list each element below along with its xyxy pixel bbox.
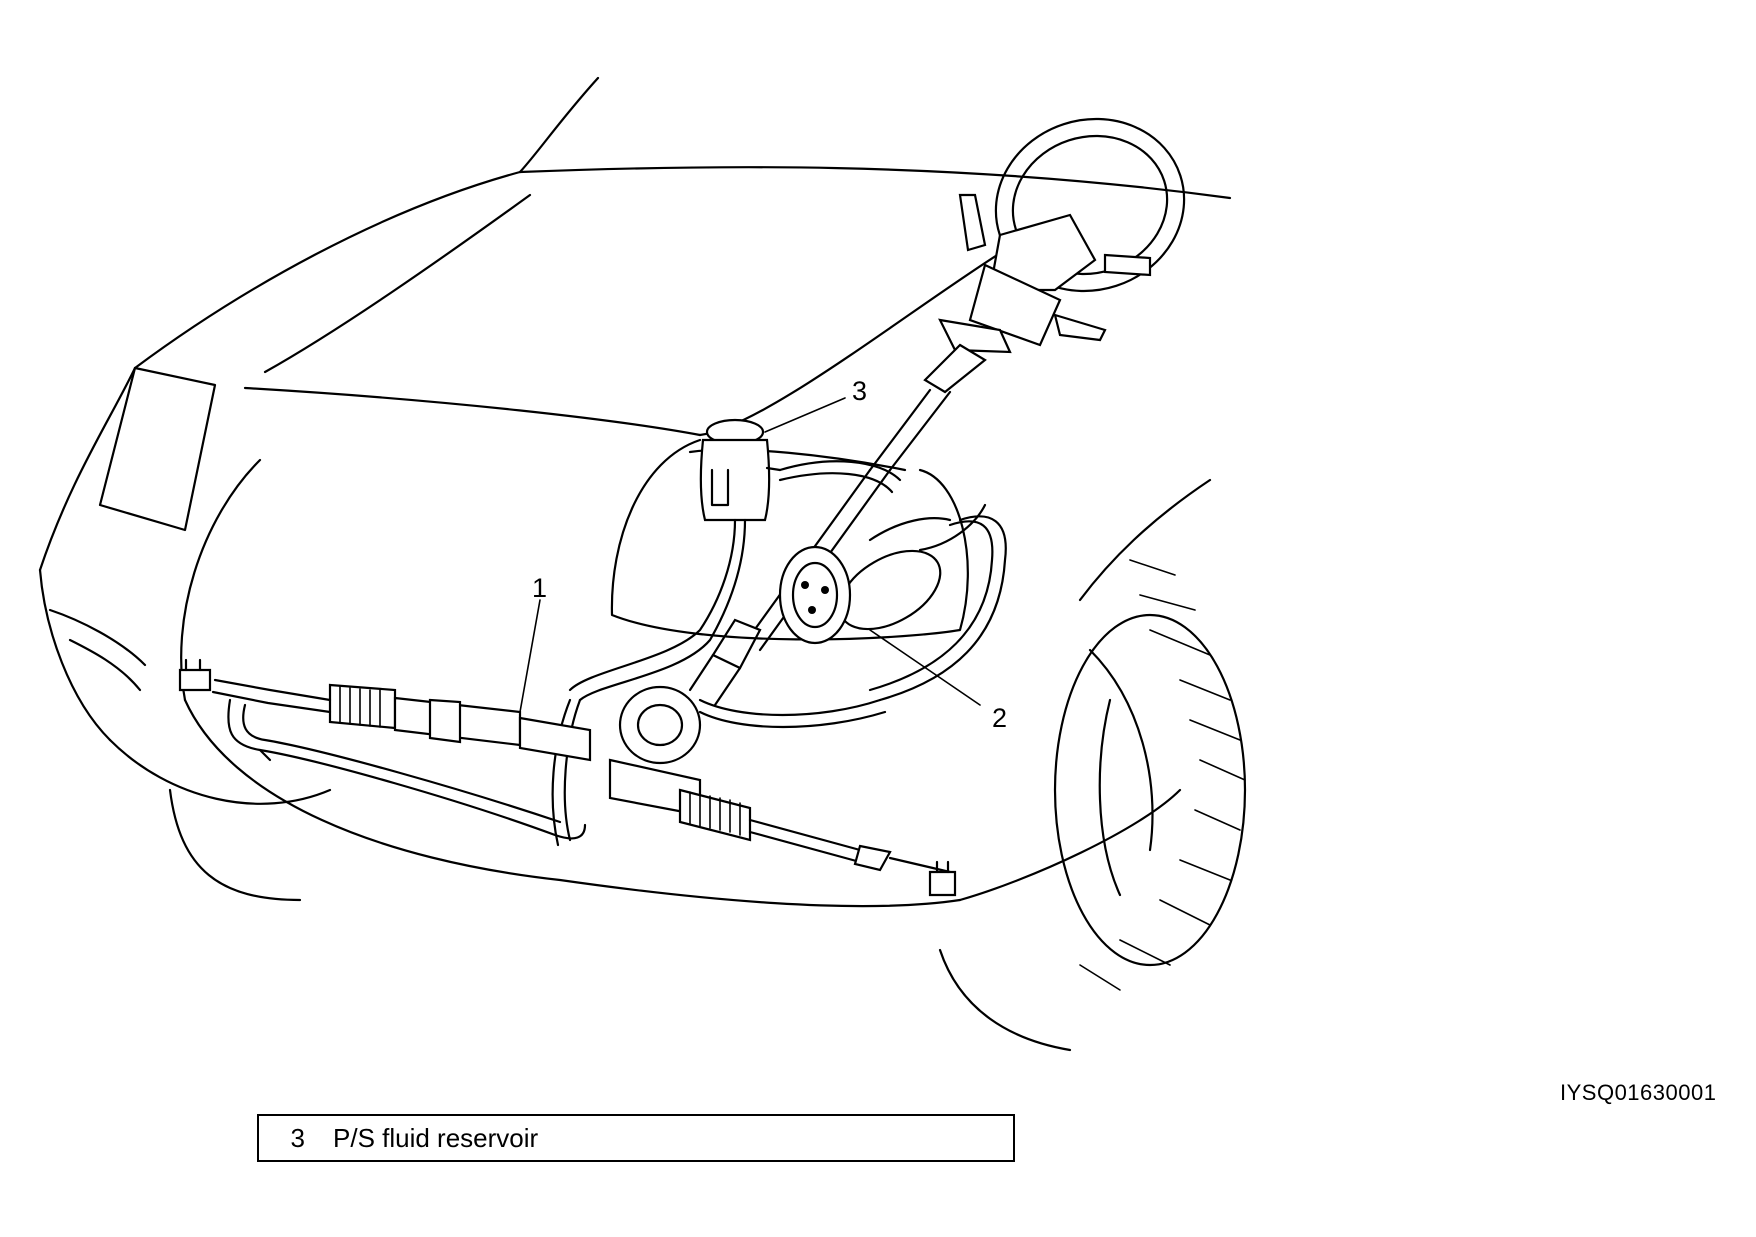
callout-leaders	[519, 397, 981, 713]
legend-table: 3 P/S fluid reservoir	[257, 1114, 1015, 1162]
legend-item-label: P/S fluid reservoir	[333, 1122, 539, 1153]
legend-item-number: 3	[290, 1122, 305, 1153]
callout-3: 3	[852, 376, 868, 406]
ps-hoses	[551, 460, 902, 847]
ps-pump	[778, 503, 1007, 702]
callout-2: 2	[992, 703, 1008, 733]
front-wheel	[1053, 559, 1247, 991]
vehicle-body-outline	[38, 76, 1232, 1052]
steering-rack	[178, 658, 957, 897]
steering-column	[688, 117, 1186, 707]
image-reference-code: IYSQ01630001	[1560, 1080, 1717, 1105]
callout-1: 1	[532, 573, 548, 603]
ps-fluid-reservoir	[568, 418, 782, 702]
